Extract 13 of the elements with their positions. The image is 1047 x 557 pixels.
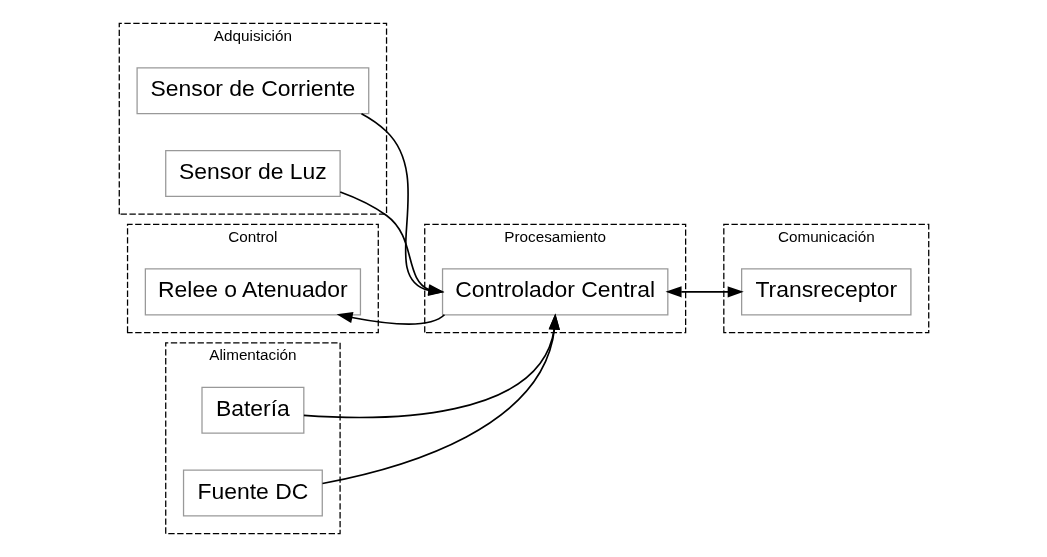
node-box: Relee o Atenuador bbox=[144, 268, 361, 316]
node-box: Batería bbox=[200, 386, 304, 434]
node-box: Fuente DC bbox=[182, 469, 323, 517]
node-box: Controlador Central bbox=[441, 268, 668, 316]
arrow bbox=[665, 286, 744, 298]
arrow bbox=[338, 191, 444, 296]
node-box: Sensor de Corriente bbox=[135, 67, 369, 115]
arrow bbox=[336, 312, 445, 325]
arrow bbox=[360, 112, 444, 297]
arrow bbox=[321, 313, 560, 485]
node-box: Sensor de Luz bbox=[164, 149, 341, 198]
arrow bbox=[302, 313, 560, 419]
node-box: Transreceptor bbox=[740, 268, 912, 316]
